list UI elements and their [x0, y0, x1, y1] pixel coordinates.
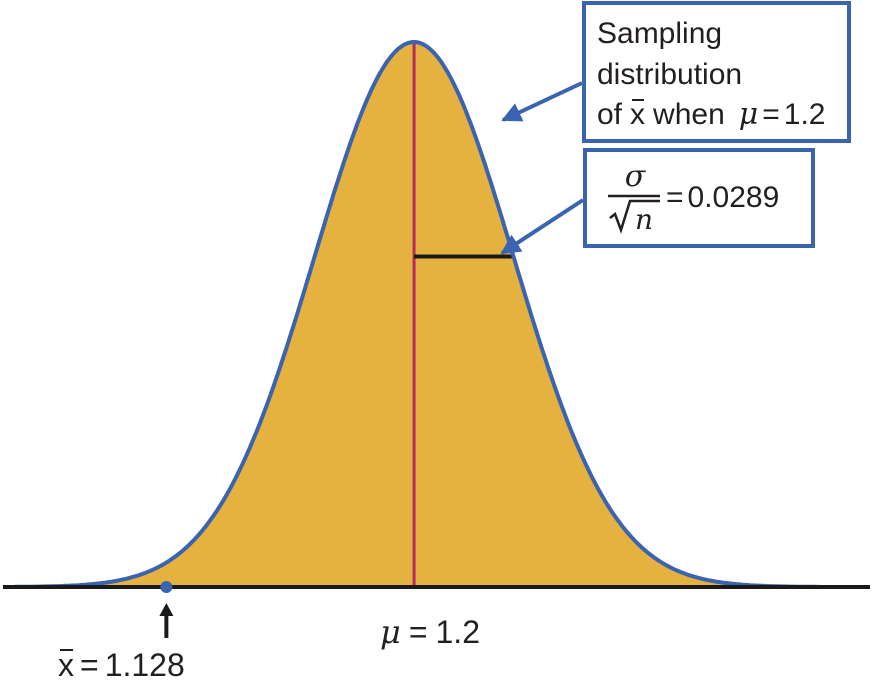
standard-error-value: =0.0289 [666, 181, 779, 214]
distribution-area [15, 42, 820, 587]
normal-curve [15, 40, 820, 589]
callout-arrow [501, 81, 583, 122]
callout-line-1: Sampling [597, 17, 722, 50]
svg-text:x=1.128: x=1.128 [58, 647, 185, 683]
standard-error-callout: σ n =0.0289 [583, 148, 815, 248]
sigma-symbol: σ [625, 159, 647, 194]
radical-sign [609, 199, 660, 234]
sample-mean-point [160, 581, 173, 593]
n-symbol: n [635, 203, 653, 236]
sample-mean-arrow [159, 603, 174, 638]
sample-mean-label: x=1.128 [58, 647, 185, 683]
mean-label: μ=1.2 [380, 613, 480, 651]
callout-line-2: distribution [597, 58, 742, 91]
standard-error-arrow [500, 198, 585, 255]
